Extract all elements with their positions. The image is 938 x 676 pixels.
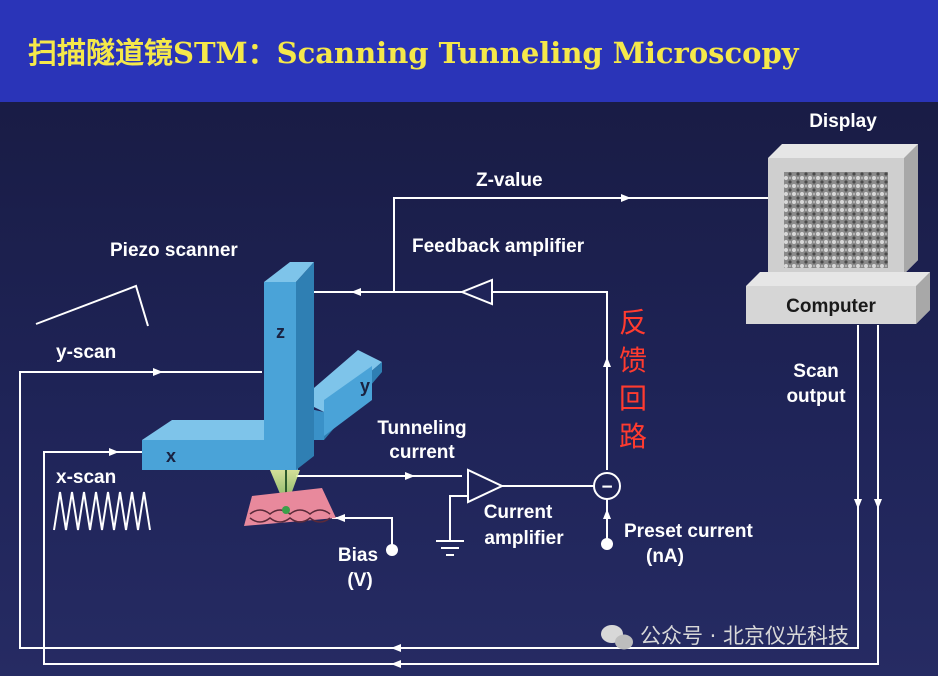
bias-label-2: (V) — [347, 570, 372, 591]
axis-y-label: y — [360, 376, 370, 396]
x-scan-loop-wire — [43, 325, 879, 665]
preset-terminal — [601, 538, 613, 550]
axis-z-label: z — [276, 322, 285, 342]
scan-output-label-2: output — [786, 386, 846, 407]
scan-image — [784, 172, 888, 268]
subtractor-symbol: − — [601, 477, 612, 498]
display-label: Display — [809, 111, 877, 132]
y-arm-face — [324, 366, 372, 436]
sample — [244, 488, 336, 526]
x-scan-waveform — [53, 491, 151, 531]
x-scan-label: x-scan — [56, 467, 116, 488]
z-value-wire — [393, 197, 780, 292]
z-pillar-top — [264, 262, 314, 282]
feedback-loop-char-1: 反 — [619, 306, 647, 339]
feedback-amplifier-icon — [459, 278, 493, 306]
x-arm-top — [142, 420, 296, 440]
tunneling-current-label-2: current — [389, 442, 455, 463]
wechat-icon — [601, 625, 633, 650]
title-bar: 扫描隧道镜STM：Scanning Tunneling Microscopy — [0, 0, 938, 102]
current-amplifier-icon — [467, 468, 505, 504]
y-scan-waveform — [35, 284, 149, 327]
current-amplifier-label-2: amplifier — [484, 528, 564, 549]
y-arm-top — [300, 350, 382, 412]
page-title: 扫描隧道镜STM：Scanning Tunneling Microscopy — [28, 36, 799, 70]
preset-current-label-1: Preset current — [624, 521, 754, 542]
ground-icon — [436, 540, 464, 556]
amp-ground-wire — [449, 495, 470, 540]
feedback-loop-char-4: 路 — [619, 420, 647, 453]
z-pillar-face — [264, 282, 296, 470]
y-scan-loop-wire — [19, 325, 859, 649]
subtractor-icon — [593, 472, 621, 500]
watermark-text: 公众号 · 北京仪光科技 — [640, 624, 849, 648]
piezo-scanner — [142, 262, 382, 526]
feedback-wire — [492, 291, 608, 470]
computer-label: Computer — [786, 296, 876, 317]
circuit-wires — [19, 197, 879, 665]
flow-arrows — [90, 194, 882, 668]
axis-x-label: x — [166, 446, 176, 466]
preset-current-label-2: (nA) — [646, 546, 684, 567]
feedback-amplifier-label: Feedback amplifier — [412, 236, 585, 257]
bias-label-1: Bias — [338, 545, 378, 566]
feedback-loop-char-3: 回 — [619, 382, 647, 415]
y-scan-label: y-scan — [56, 342, 116, 363]
scan-output-label-1: Scan — [793, 361, 838, 382]
current-amplifier-label-1: Current — [484, 502, 553, 523]
bias-terminal — [386, 544, 398, 556]
computer-monitor-icon — [746, 144, 930, 324]
z-value-label: Z-value — [476, 170, 543, 191]
bias-wire — [332, 517, 393, 548]
feedback-loop-char-2: 馈 — [619, 344, 647, 377]
tunneling-current-label-1: Tunneling — [377, 418, 466, 439]
piezo-scanner-label: Piezo scanner — [110, 240, 238, 261]
